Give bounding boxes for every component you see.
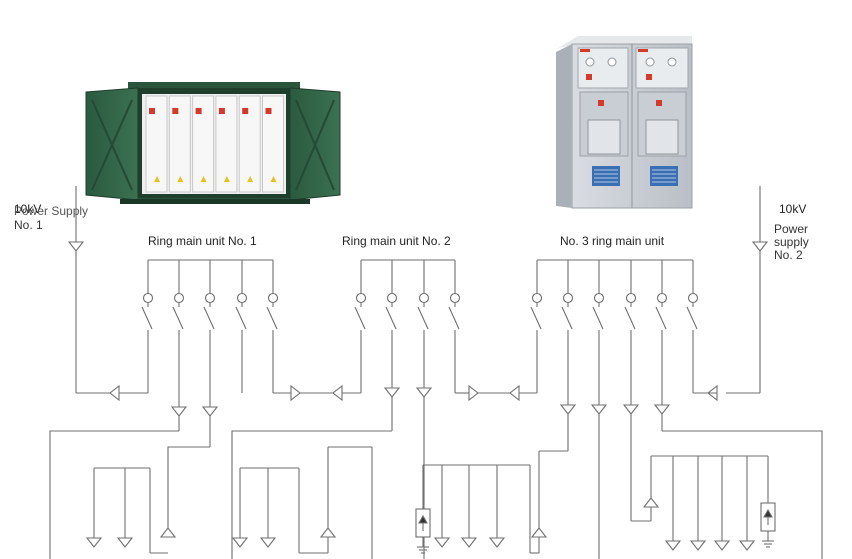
terminal-circle: [449, 292, 461, 304]
panel-indicator: [172, 108, 179, 114]
outdoor-panel: [192, 95, 215, 193]
cable-terminal-right: [468, 384, 479, 402]
wire: [167, 446, 210, 537]
terminal-circle: [687, 292, 699, 304]
terminal-circle: [267, 292, 279, 304]
ring-main-unit-2-label: Ring main unit No. 2: [342, 234, 451, 248]
wire: [561, 306, 573, 330]
terminal-circle: [204, 292, 216, 304]
indoor-cabinet-photo: [556, 36, 693, 209]
cable-terminal-down: [689, 540, 707, 551]
supply-1-voltage-label: 10kV: [14, 202, 42, 216]
cable-terminal-up: [530, 527, 548, 538]
terminal-circle: [236, 292, 248, 304]
outdoor-panel: [215, 95, 238, 193]
cable-terminal-down: [116, 537, 134, 548]
cable-terminal-down: [259, 537, 277, 548]
cable-terminal-left: [332, 384, 343, 402]
cable-terminal-down: [460, 537, 478, 548]
supply-2-label-line-3: No. 2: [774, 248, 803, 262]
ring-main-unit-3-label: No. 3 ring main unit: [560, 234, 665, 248]
supply-2-voltage-label: 10kV: [779, 202, 807, 216]
cable-terminal-down: [201, 406, 219, 417]
terminal-circle: [593, 292, 605, 304]
single-line-diagram: [49, 186, 823, 559]
terminal-circle: [562, 292, 574, 304]
terminal-circle: [386, 292, 398, 304]
cable-terminal-up: [159, 527, 177, 538]
panel-indicator: [218, 108, 225, 114]
wire: [203, 306, 215, 330]
terminal-circle: [355, 292, 367, 304]
cable-terminal-left: [509, 384, 520, 402]
outdoor-panel: [145, 95, 168, 193]
warning-sign-icon: [154, 176, 160, 182]
cable-terminal-down: [170, 406, 188, 417]
wire: [686, 306, 698, 330]
cable-terminal-right: [290, 384, 301, 402]
wire: [385, 306, 397, 330]
outdoor-cabinet-photo: [85, 82, 341, 204]
warning-sign-icon: [200, 176, 207, 182]
terminal-circle: [418, 292, 430, 304]
supply-2-label-line-2: supply: [774, 235, 809, 249]
cable-terminal-down: [622, 404, 640, 415]
cable-terminal-up: [319, 527, 337, 538]
cable-terminal-down: [590, 404, 608, 415]
cable-terminal-up: [642, 497, 660, 508]
warning-sign-icon: [247, 176, 254, 182]
cable-terminal-down: [67, 241, 85, 252]
wire: [49, 430, 179, 559]
cable-terminal-down: [383, 387, 401, 398]
panel-indicator: [149, 108, 155, 114]
cable-terminal-down: [713, 540, 731, 551]
terminal-circle: [531, 292, 543, 304]
panel-indicator: [195, 108, 202, 114]
wire: [354, 306, 366, 330]
cable-terminal-down: [653, 404, 671, 415]
cable-terminal-down: [415, 387, 433, 398]
cable-terminal-down: [559, 404, 577, 415]
supply-1-number-label: No. 1: [14, 218, 43, 232]
wire: [172, 306, 184, 330]
outdoor-panel: [168, 95, 191, 193]
wire: [624, 306, 636, 330]
cable-terminal-down: [738, 540, 756, 551]
wire: [141, 306, 153, 330]
wire: [592, 306, 604, 330]
warning-sign-icon: [223, 176, 230, 182]
supply-2-label-line-1: Power: [774, 222, 809, 236]
cable-terminal-down: [231, 537, 249, 548]
cable-terminal-down: [433, 537, 451, 548]
cable-terminal-down: [664, 540, 682, 551]
cable-terminal-down: [751, 241, 769, 252]
cable-terminal-left: [109, 384, 120, 402]
wire: [235, 306, 247, 330]
terminal-circle: [173, 292, 185, 304]
wire: [417, 306, 429, 330]
wire: [448, 306, 460, 330]
warning-sign-icon: [177, 176, 184, 182]
warning-sign-icon: [270, 176, 277, 182]
terminal-circle: [142, 292, 154, 304]
wire: [530, 306, 542, 330]
outdoor-panel: [262, 95, 284, 193]
panel-indicator: [265, 108, 272, 114]
wire: [655, 306, 667, 330]
wire: [231, 430, 392, 559]
cable-terminal-down: [85, 537, 103, 548]
wire: [662, 430, 823, 559]
supply-1-name-label: Power Supply: [14, 204, 89, 218]
wire: [266, 306, 278, 330]
outdoor-panel: [238, 95, 261, 193]
ring-main-unit-1-label: Ring main unit No. 1: [148, 234, 257, 248]
panel-indicator: [242, 108, 249, 114]
terminal-circle: [656, 292, 668, 304]
terminal-circle: [625, 292, 637, 304]
cable-terminal-down: [488, 537, 506, 548]
